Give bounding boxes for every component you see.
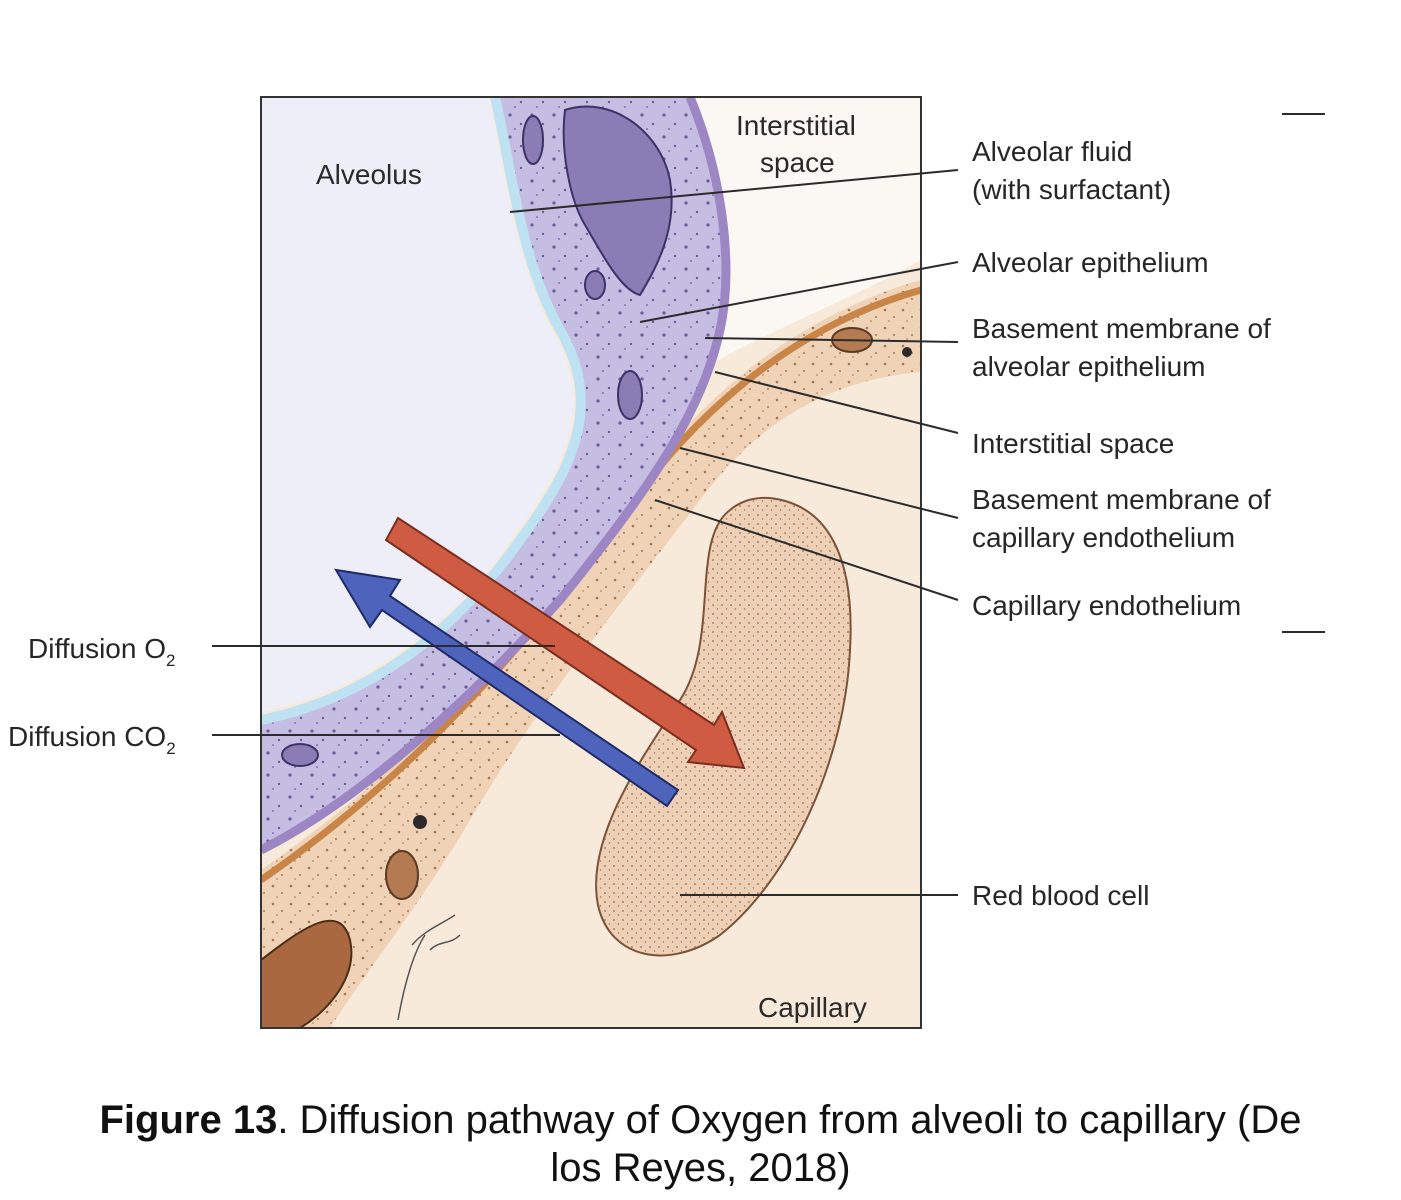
leader-lines	[212, 113, 1325, 896]
alveolar-fluid-line	[261, 97, 586, 725]
alveolus-label: Alveolus	[316, 159, 422, 190]
diffusion-o2-label: Diffusion O2	[28, 633, 175, 670]
interstitial-top-label-2: space	[760, 147, 835, 178]
capillary-endothelium-band-stipple	[261, 280, 921, 1028]
interstitial-space-label: Interstitial space	[972, 428, 1174, 459]
o2-diffusion-arrow	[384, 516, 746, 770]
caption-line-2: los Reyes, 2018)	[550, 1146, 851, 1190]
basement-alveolar-label-1: Basement membrane of	[972, 313, 1271, 344]
alveolar-epithelium-band-stipple	[261, 97, 726, 850]
figure-caption: Figure 13. Diffusion pathway of Oxygen f…	[0, 1096, 1401, 1192]
figure-number: Figure 13	[99, 1098, 278, 1142]
interstitial-top-label-1: Interstitial	[736, 110, 856, 141]
basement-capillary-label-1: Basement membrane of	[972, 484, 1271, 515]
alveolar-basement-line	[261, 97, 731, 855]
capillary-label: Capillary	[758, 992, 867, 1023]
alveolar-fluid-label-1: Alveolar fluid	[972, 136, 1132, 167]
illustration-panel	[261, 97, 921, 1028]
alveolar-fluid-label-2: (with surfactant)	[972, 174, 1171, 205]
epithelial-nucleus	[562, 105, 673, 297]
alveolar-epithelium-label: Alveolar epithelium	[972, 247, 1209, 278]
caption-line-1: Figure 13. Diffusion pathway of Oxygen f…	[99, 1098, 1302, 1142]
basement-capillary-label-2: capillary endothelium	[972, 522, 1235, 553]
endothelial-nucleus	[261, 919, 353, 1028]
diffusion-co2-label: Diffusion CO2	[8, 721, 176, 758]
co2-diffusion-arrow	[334, 568, 680, 808]
panel-border	[260, 96, 922, 1029]
basement-alveolar-label-2: alveolar epithelium	[972, 351, 1205, 382]
alveolus-space	[261, 97, 574, 712]
capillary-endothelium-label: Capillary endothelium	[972, 590, 1241, 621]
artist-signature	[397, 914, 461, 1021]
red-blood-cell-label: Red blood cell	[972, 880, 1149, 911]
